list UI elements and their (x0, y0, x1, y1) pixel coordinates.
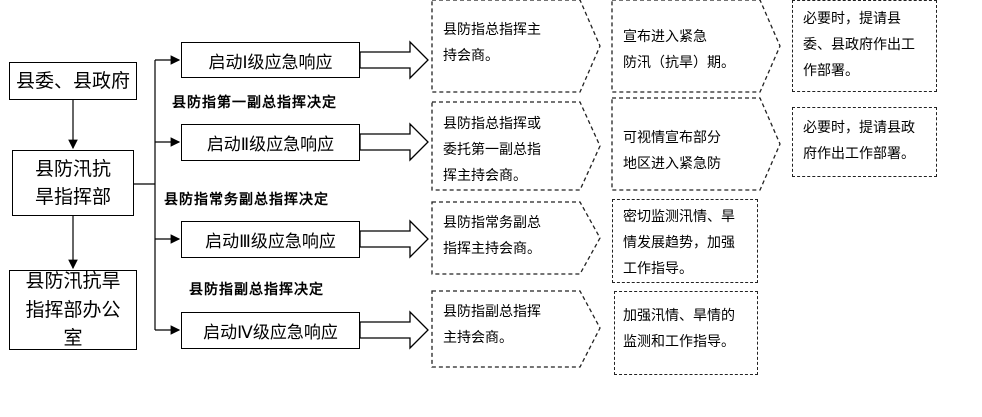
action-box-4: 加强汛情、旱情的 监测和工作指导。 (614, 291, 758, 375)
consult-shape-2 (431, 101, 601, 191)
headquarters-label: 县防汛抗旱指挥部 (34, 157, 111, 209)
consult-shape-1 (431, 0, 601, 93)
level-4-box: 启动Ⅳ级应急响应 (181, 312, 360, 349)
county-government-label: 县委、县政府 (15, 69, 130, 92)
action-4-line-1: 加强汛情、旱情的 (623, 308, 735, 324)
consult-1-line-1: 县防指总指挥主 (443, 22, 541, 38)
decision-label-level-2: 县防指第一副总指挥决定 (172, 95, 337, 111)
consult-2-line-3: 挥主持会商。 (443, 167, 527, 184)
block-arrow-2 (359, 122, 429, 162)
note-1-line-3: 作部署。 (803, 62, 859, 79)
consult-text-3: 县防指常务副总 指挥主持会商。 (443, 211, 541, 263)
level-3-box: 启动Ⅲ级应急响应 (181, 221, 360, 258)
consult-2-line-2: 委托第一副总指 (443, 141, 541, 158)
block-arrow-3 (359, 219, 429, 259)
action-2-line-1: 可视情宣布部分 (623, 130, 721, 146)
note-box-1: 必要时，提请县 委、县政府作出工 作部署。 (792, 0, 937, 92)
consult-1-line-2: 持会商。 (443, 47, 499, 64)
level-1-label: 启动Ⅰ级应急响应 (208, 52, 333, 73)
decision-label-level-3: 县防指常务副总指挥决定 (164, 192, 329, 208)
action-2-line-2: 地区进入紧急防 (623, 155, 721, 172)
note-2-line-2: 府作出工作部署。 (803, 145, 915, 162)
action-shape-1 (611, 0, 781, 93)
consult-text-2: 县防指总指挥或 委托第一副总指 挥主持会商。 (443, 112, 541, 190)
action-shape-2 (611, 97, 781, 191)
action-box-3: 密切监测汛情、旱 情发展趋势，加强 工作指导。 (612, 199, 758, 283)
action-text-1: 宣布进入紧急 防汛（抗旱）期。 (623, 25, 735, 77)
consult-4-line-2: 主持会商。 (443, 329, 513, 346)
note-box-2: 必要时，提请县政 府作出工作部署。 (792, 107, 937, 177)
consult-shape-3 (431, 201, 601, 275)
action-4-line-2: 监测和工作指导。 (623, 333, 735, 350)
action-1-line-1: 宣布进入紧急 (623, 29, 707, 45)
level-3-label: 启动Ⅲ级应急响应 (205, 232, 336, 252)
level-1-box: 启动Ⅰ级应急响应 (181, 42, 360, 78)
level-2-box: 启动Ⅱ级应急响应 (181, 124, 360, 161)
consult-2-line-1: 县防指总指挥或 (443, 116, 541, 132)
consult-4-line-1: 县防指副总指挥 (443, 304, 541, 320)
level-4-label: 启动Ⅳ级应急响应 (203, 323, 338, 343)
action-3-line-1: 密切监测汛情、旱 (623, 209, 735, 225)
consult-text-4: 县防指副总指挥 主持会商。 (443, 300, 541, 352)
decision-label-level-4: 县防指副总指挥决定 (189, 282, 324, 298)
consult-3-line-1: 县防指常务副总 (443, 215, 541, 231)
block-arrow-1 (359, 40, 429, 80)
level-2-label: 启动Ⅱ级应急响应 (206, 135, 335, 155)
office-box: 县防汛抗旱指挥部办公室 (9, 270, 137, 350)
action-text-2: 可视情宣布部分 地区进入紧急防 (623, 126, 721, 178)
action-3-line-2: 情发展趋势，加强 (623, 234, 735, 251)
action-3-line-3: 工作指导。 (623, 260, 693, 277)
action-1-line-2: 防汛（抗旱）期。 (623, 54, 735, 71)
note-2-line-1: 必要时，提请县政 (803, 120, 915, 136)
office-label: 县防汛抗旱指挥部办公室 (25, 270, 121, 350)
note-1-line-2: 委、县政府作出工 (803, 36, 915, 53)
consult-text-1: 县防指总指挥主 持会商。 (443, 18, 541, 70)
headquarters-box: 县防汛抗旱指挥部 (12, 150, 134, 216)
note-1-line-1: 必要时，提请县 (803, 11, 901, 27)
consult-3-line-2: 指挥主持会商。 (443, 240, 541, 257)
block-arrow-4 (359, 310, 429, 350)
consult-shape-4 (431, 290, 601, 368)
county-government-box: 县委、县政府 (9, 62, 137, 100)
